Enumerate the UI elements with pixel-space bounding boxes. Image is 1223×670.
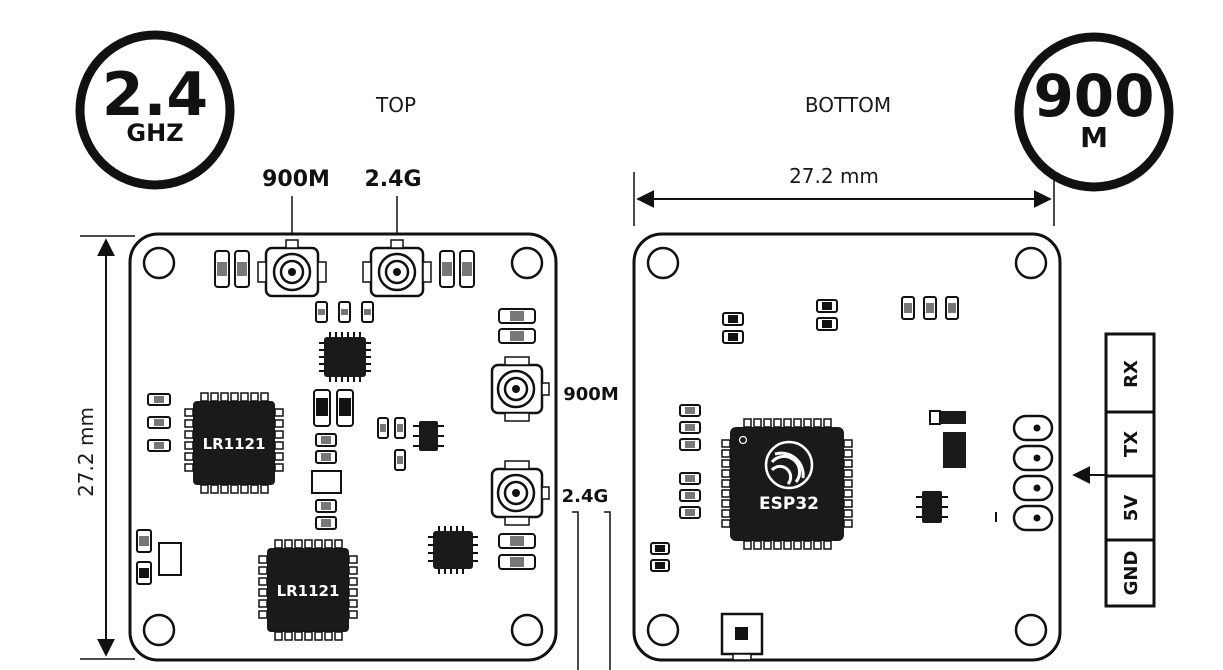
width-label: 27.2 mm bbox=[789, 164, 879, 188]
ufl-connector-900m bbox=[257, 239, 327, 298]
espressif-logo-icon bbox=[764, 440, 814, 490]
height-label: 27.2 mm bbox=[74, 407, 98, 497]
side-port-label-2-4g: 2.4G bbox=[562, 486, 609, 507]
badge-left-big: 2.4 bbox=[102, 60, 208, 130]
badge-right-big: 900 bbox=[1033, 62, 1154, 130]
pinout-table: RX TX 5V GND bbox=[1104, 332, 1156, 608]
badge-900-m: 900 M bbox=[1014, 32, 1174, 192]
board-top: LR1121 LR1121 bbox=[128, 232, 558, 662]
chip-lr1121-b: LR1121 bbox=[258, 539, 358, 641]
pin-rx: RX bbox=[1121, 360, 1142, 388]
chip-esp32-label: ESP32 bbox=[759, 494, 819, 514]
pin-tx: TX bbox=[1121, 431, 1142, 457]
qfn-chip-small-top bbox=[319, 332, 371, 382]
pin-gnd: GND bbox=[1121, 551, 1142, 596]
ufl-connector-2-4g bbox=[362, 239, 432, 298]
side-ufl-2-4g bbox=[490, 460, 550, 526]
board-bottom: ESP32 bbox=[632, 232, 1062, 662]
badge-right-small: M bbox=[1080, 121, 1108, 154]
width-dimension: 27.2 mm bbox=[633, 164, 1055, 226]
chip-lr1121-b-label: LR1121 bbox=[277, 582, 340, 600]
badge-2-4-ghz: 2.4 GHZ bbox=[75, 30, 235, 190]
side-port-label-900m: 900M bbox=[563, 384, 619, 405]
pin-5v: 5V bbox=[1121, 495, 1142, 522]
chip-lr1121-a-label: LR1121 bbox=[203, 435, 266, 453]
chip-lr1121-a: LR1121 bbox=[184, 392, 284, 494]
view-title-top: TOP bbox=[375, 93, 416, 117]
view-title-bottom: BOTTOM bbox=[805, 93, 891, 117]
ic-sot-bottom bbox=[916, 491, 948, 523]
antenna-label-900m: 900M bbox=[262, 167, 330, 192]
badge-left-small: GHZ bbox=[126, 119, 183, 147]
cable-lines bbox=[572, 511, 611, 670]
chip-esp32: ESP32 bbox=[721, 418, 853, 550]
height-dimension: 27.2 mm bbox=[74, 235, 135, 660]
antenna-label-2-4g: 2.4G bbox=[364, 167, 421, 192]
qfn-chip-small-bottom bbox=[428, 526, 478, 574]
ic-sot-top bbox=[413, 421, 444, 451]
side-ufl-900m bbox=[490, 356, 550, 422]
pin-header-pads bbox=[1012, 414, 1054, 532]
